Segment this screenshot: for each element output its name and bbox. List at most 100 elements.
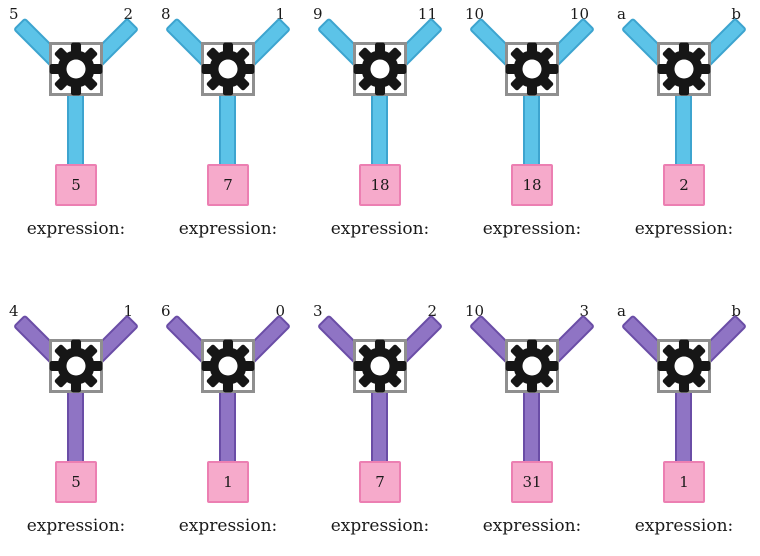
machine-body <box>152 314 304 461</box>
machine-gearbox <box>505 339 559 393</box>
output-chute <box>219 96 236 164</box>
output-value: 7 <box>223 176 233 194</box>
machine-body <box>152 17 304 164</box>
output-box: 7 <box>207 164 249 206</box>
output-value: 5 <box>71 176 81 194</box>
gear-icon <box>201 42 255 96</box>
machine-inputs: 5 2 <box>0 4 152 26</box>
machine-gearbox <box>353 42 407 96</box>
output-chute <box>67 393 84 461</box>
expression-label: expression: <box>26 219 126 239</box>
gear-icon <box>657 42 711 96</box>
input-right-value: 2 <box>427 302 437 320</box>
expression-label: expression: <box>330 219 430 239</box>
output-chute <box>675 393 692 461</box>
gear-icon <box>201 339 255 393</box>
output-chute <box>675 96 692 164</box>
gear-icon <box>353 339 407 393</box>
machine-gearbox <box>49 339 103 393</box>
machine-body <box>0 17 152 164</box>
machine-row: 4 1 5 ex <box>0 301 760 536</box>
machine-inputs: 8 1 <box>152 4 304 26</box>
input-right-value: 1 <box>123 302 133 320</box>
input-left-value: a <box>617 5 626 23</box>
gear-icon <box>49 42 103 96</box>
expression-label: expression: <box>26 516 126 536</box>
expression-label: expression: <box>634 516 734 536</box>
function-machine: 4 1 5 ex <box>0 301 152 536</box>
output-value: 5 <box>71 473 81 491</box>
output-box: 5 <box>55 461 97 503</box>
output-box: 1 <box>663 461 705 503</box>
gear-icon <box>657 339 711 393</box>
output-value: 1 <box>679 473 689 491</box>
machine-body <box>456 314 608 461</box>
output-box: 31 <box>511 461 553 503</box>
input-left-value: 8 <box>161 5 171 23</box>
function-machine: 10 10 18 <box>456 4 608 239</box>
input-left-value: 9 <box>313 5 323 23</box>
output-chute <box>67 96 84 164</box>
machine-gearbox <box>505 42 559 96</box>
output-chute <box>523 393 540 461</box>
expression-label: expression: <box>482 219 582 239</box>
machine-gearbox <box>201 42 255 96</box>
gear-icon <box>49 339 103 393</box>
input-right-value: 1 <box>275 5 285 23</box>
output-chute <box>219 393 236 461</box>
output-chute <box>371 96 388 164</box>
machine-body <box>304 314 456 461</box>
machine-gearbox <box>657 42 711 96</box>
input-left-value: a <box>617 302 626 320</box>
output-box: 18 <box>359 164 401 206</box>
output-value: 18 <box>370 176 390 194</box>
machine-body <box>456 17 608 164</box>
function-machine: 10 3 31 <box>456 301 608 536</box>
function-machine: 8 1 7 ex <box>152 4 304 239</box>
input-left-value: 6 <box>161 302 171 320</box>
expression-label: expression: <box>482 516 582 536</box>
input-right-value: b <box>731 302 741 320</box>
output-box: 5 <box>55 164 97 206</box>
input-right-value: 0 <box>275 302 285 320</box>
expression-label: expression: <box>178 219 278 239</box>
machine-inputs: a b <box>608 4 760 26</box>
expression-label: expression: <box>634 219 734 239</box>
output-box: 7 <box>359 461 401 503</box>
function-machine: a b 1 ex <box>608 301 760 536</box>
machine-body <box>608 314 760 461</box>
function-machine: 3 2 7 ex <box>304 301 456 536</box>
expression-label: expression: <box>330 516 430 536</box>
machine-inputs: 4 1 <box>0 301 152 323</box>
output-value: 31 <box>522 473 542 491</box>
machine-inputs: 3 2 <box>304 301 456 323</box>
input-right-value: 2 <box>123 5 133 23</box>
output-box: 18 <box>511 164 553 206</box>
output-chute <box>523 96 540 164</box>
output-chute <box>371 393 388 461</box>
machine-gearbox <box>49 42 103 96</box>
machine-gearbox <box>353 339 407 393</box>
output-box: 2 <box>663 164 705 206</box>
input-left-value: 3 <box>313 302 323 320</box>
machine-body <box>0 314 152 461</box>
machine-row: 5 2 5 ex <box>0 4 760 239</box>
gear-icon <box>505 42 559 96</box>
gear-icon <box>505 339 559 393</box>
input-right-value: b <box>731 5 741 23</box>
machine-gearbox <box>201 339 255 393</box>
output-value: 18 <box>522 176 542 194</box>
input-left-value: 5 <box>9 5 19 23</box>
function-machine: 5 2 5 ex <box>0 4 152 239</box>
machine-gearbox <box>657 339 711 393</box>
input-right-value: 3 <box>579 302 589 320</box>
machine-body <box>304 17 456 164</box>
function-machine: 6 0 1 ex <box>152 301 304 536</box>
output-value: 1 <box>223 473 233 491</box>
output-box: 1 <box>207 461 249 503</box>
machine-inputs: 6 0 <box>152 301 304 323</box>
machine-inputs: a b <box>608 301 760 323</box>
function-machine: a b 2 ex <box>608 4 760 239</box>
gear-icon <box>353 42 407 96</box>
expression-label: expression: <box>178 516 278 536</box>
